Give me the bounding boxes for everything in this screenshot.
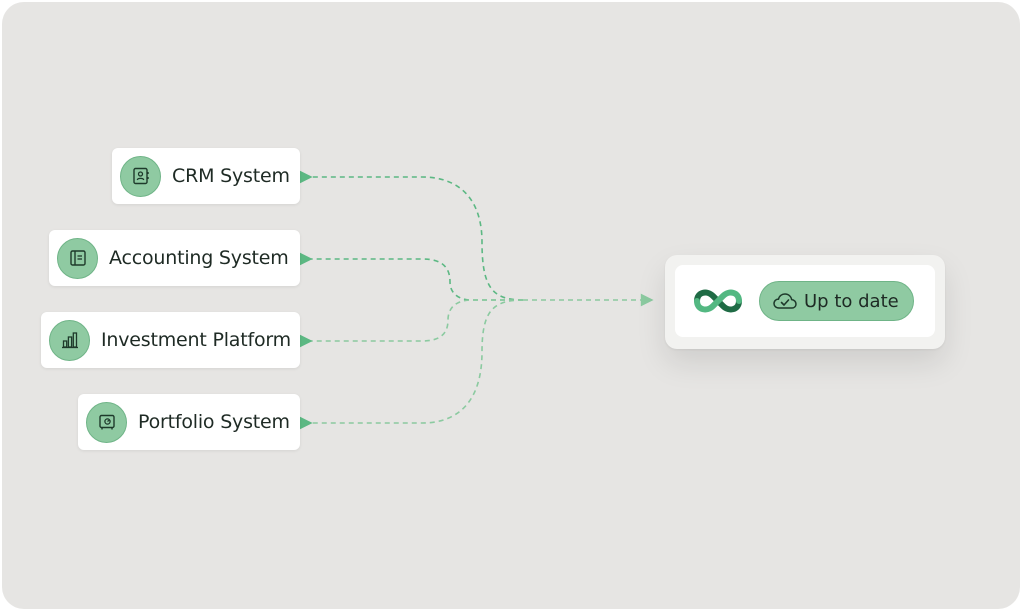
cloud-check-icon bbox=[773, 293, 797, 309]
system-card-accounting[interactable]: Accounting System bbox=[49, 230, 300, 286]
sync-hub: Up to date bbox=[665, 255, 945, 349]
connector-accounting bbox=[299, 252, 523, 301]
connector-investment bbox=[299, 299, 523, 348]
infinity-logo-icon bbox=[694, 289, 742, 313]
system-label: Investment Platform bbox=[101, 329, 291, 351]
ledger-icon bbox=[57, 237, 98, 279]
system-card-investment[interactable]: Investment Platform bbox=[41, 312, 300, 368]
status-badge: Up to date bbox=[759, 281, 914, 321]
status-label: Up to date bbox=[804, 290, 899, 312]
system-label: Portfolio System bbox=[138, 411, 290, 433]
system-label: CRM System bbox=[172, 165, 290, 187]
system-card-crm[interactable]: CRM System bbox=[112, 148, 300, 204]
bar-chart-icon bbox=[49, 319, 90, 361]
connector-portfolio bbox=[299, 299, 524, 430]
safe-vault-icon bbox=[86, 401, 127, 443]
system-card-portfolio[interactable]: Portfolio System bbox=[78, 394, 300, 450]
sync-hub-panel: Up to date bbox=[675, 265, 935, 337]
system-label: Accounting System bbox=[109, 247, 289, 269]
connector-crm bbox=[299, 170, 524, 301]
contact-book-icon bbox=[120, 155, 161, 197]
